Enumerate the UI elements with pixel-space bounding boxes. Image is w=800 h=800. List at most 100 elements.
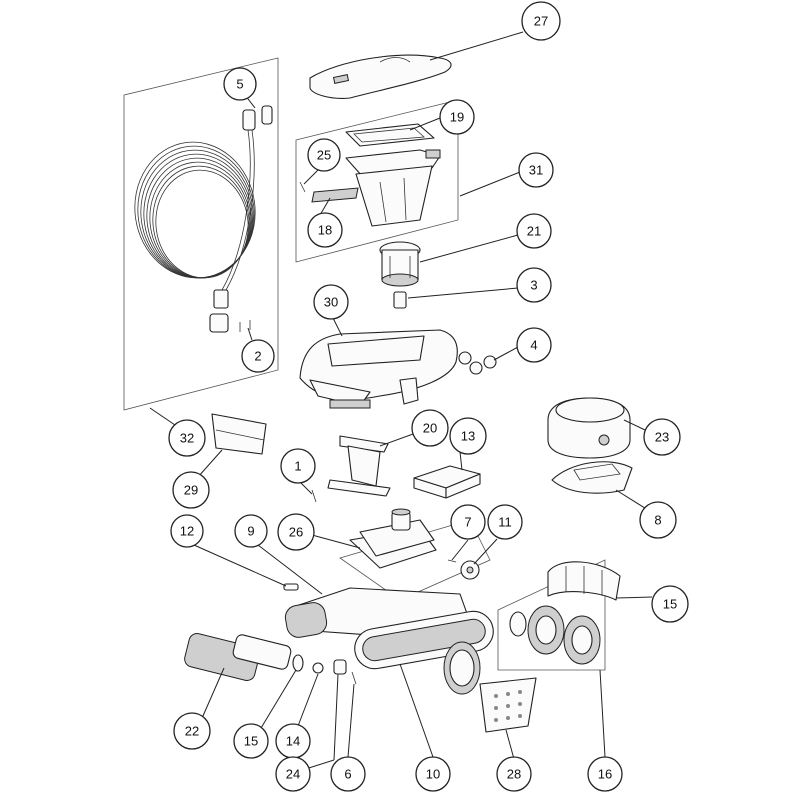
svg-text:15: 15 [244, 734, 258, 749]
callout-11: 11 [487, 504, 523, 540]
svg-text:11: 11 [498, 515, 512, 530]
callout-15-lower: 15 [233, 723, 269, 759]
svg-text:22: 22 [185, 724, 199, 739]
washer-set-part [458, 351, 497, 375]
filter-group-frame [295, 99, 459, 263]
filter-clip-part [299, 181, 306, 193]
svg-text:10: 10 [426, 767, 440, 782]
pin-part [447, 559, 457, 563]
power-supply-part [547, 397, 631, 459]
callout-3: 3 [516, 267, 552, 303]
callout-7: 7 [450, 504, 486, 540]
callout-23: 23 [643, 418, 681, 456]
drive-gear-part [460, 560, 480, 580]
callout-13: 13 [449, 417, 487, 455]
front-wheel-part [443, 641, 481, 695]
cable-group-frame [123, 57, 279, 411]
filter-lid-part [345, 123, 435, 147]
callout-1: 1 [280, 448, 316, 484]
callout-32: 32 [168, 419, 206, 457]
callout-12: 12 [170, 514, 204, 548]
svg-text:16: 16 [598, 767, 612, 782]
svg-text:2: 2 [254, 349, 261, 364]
svg-text:6: 6 [344, 767, 351, 782]
float-block-part [413, 465, 481, 499]
svg-text:15: 15 [663, 597, 677, 612]
svg-text:24: 24 [286, 767, 300, 782]
svg-text:18: 18 [318, 223, 332, 238]
motor-block-part [349, 508, 437, 569]
callout-20: 20 [411, 409, 449, 447]
callout-14: 14 [275, 723, 311, 759]
leader-lines [149, 31, 653, 774]
scrubbing-pad-part [479, 677, 537, 733]
flap-valve-part [327, 435, 391, 497]
bushing-part [312, 662, 324, 674]
screw-set-part [239, 320, 251, 332]
callout-21: 21 [516, 213, 552, 249]
callout-6: 6 [330, 756, 366, 792]
svg-text:31: 31 [529, 163, 543, 178]
callout-16: 16 [587, 756, 623, 792]
filter-grid-part [311, 187, 359, 203]
svg-text:1: 1 [294, 459, 301, 474]
impeller-part [379, 241, 421, 287]
svg-text:12: 12 [180, 524, 194, 539]
svg-text:5: 5 [236, 77, 243, 92]
svg-text:14: 14 [286, 734, 300, 749]
svg-text:25: 25 [317, 148, 331, 163]
clip-part [283, 583, 299, 591]
shaft-part [393, 291, 407, 309]
callout-28: 28 [496, 756, 532, 792]
callout-22: 22 [173, 712, 211, 750]
small-screw-part [311, 489, 317, 503]
svg-text:20: 20 [423, 421, 437, 436]
svg-text:21: 21 [527, 224, 541, 239]
axle-pin-part [351, 671, 357, 685]
svg-text:19: 19 [450, 110, 464, 125]
callout-10: 10 [415, 756, 451, 792]
callout-18: 18 [307, 212, 343, 248]
callout-30: 30 [313, 284, 349, 320]
wheel-set-part [509, 605, 601, 665]
power-cable-part [134, 105, 273, 333]
svg-text:23: 23 [655, 430, 669, 445]
body-shell-part [299, 329, 458, 409]
callout-9: 9 [234, 514, 268, 548]
svg-text:3: 3 [530, 278, 537, 293]
axle-sleeve-part [333, 659, 347, 675]
track-guard-part [547, 561, 621, 601]
track-part [354, 610, 494, 670]
svg-text:13: 13 [461, 429, 475, 444]
power-supply-base-part [551, 461, 633, 494]
brush-part [184, 632, 292, 682]
filter-basket-part [345, 149, 441, 227]
svg-text:26: 26 [289, 525, 303, 540]
callout-24: 24 [275, 756, 311, 792]
callout-29: 29 [172, 471, 210, 509]
callout-19: 19 [439, 99, 475, 135]
callout-26: 26 [277, 513, 315, 551]
svg-text:9: 9 [247, 524, 254, 539]
svg-text:27: 27 [534, 14, 548, 29]
svg-text:7: 7 [464, 515, 471, 530]
svg-text:30: 30 [324, 295, 338, 310]
callout-2: 2 [241, 339, 275, 373]
callout-15-upper: 15 [651, 585, 689, 623]
callout-27: 27 [521, 1, 561, 41]
svg-text:8: 8 [654, 513, 661, 528]
svg-text:29: 29 [184, 483, 198, 498]
callout-5: 5 [223, 67, 257, 101]
callout-31: 31 [518, 152, 554, 188]
callout-8: 8 [639, 501, 677, 539]
brush-end-cap-part [292, 654, 304, 672]
callout-25: 25 [307, 138, 341, 172]
svg-text:4: 4 [530, 338, 537, 353]
svg-text:28: 28 [507, 767, 521, 782]
callout-4: 4 [516, 327, 552, 363]
top-cover-part [309, 54, 452, 99]
svg-text:32: 32 [180, 431, 194, 446]
side-panel-part [211, 413, 267, 455]
